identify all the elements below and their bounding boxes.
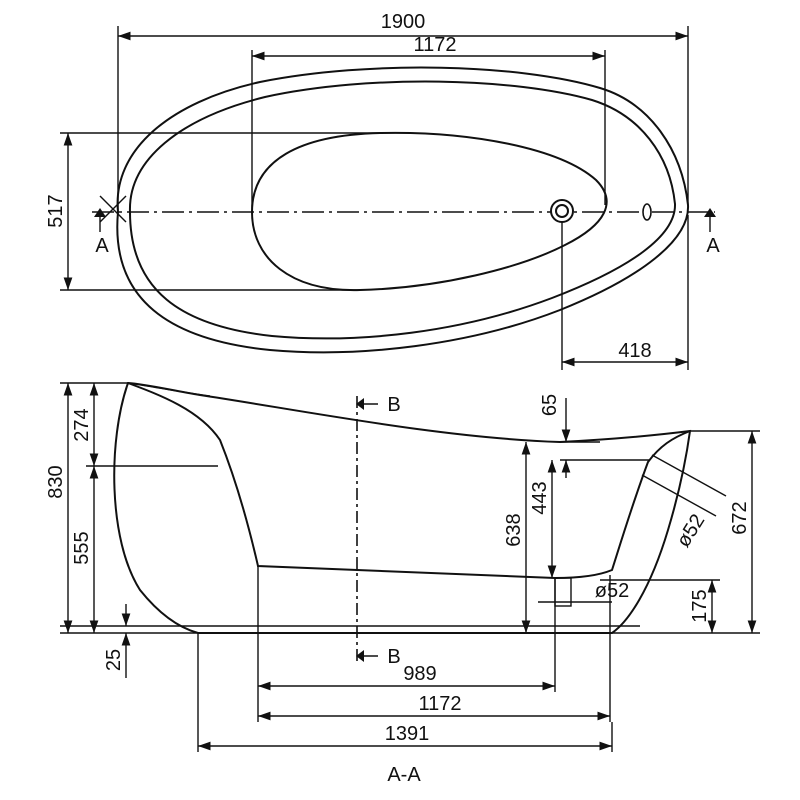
dim-overflow-to-floor: 443 (529, 481, 551, 514)
section-mark-a-left: A (95, 235, 109, 257)
plan-view: 1900 1172 517 418 A A (45, 11, 720, 370)
section-outer-shell (113, 381, 692, 634)
dim-outlet-height: 175 (689, 589, 711, 622)
section-mark-b-top: B (387, 394, 400, 416)
plan-outer-rim (116, 66, 690, 354)
dim-drain-diameter: ø52 (595, 580, 629, 602)
section-title: A-A (387, 764, 421, 786)
section-mark-a-right: A (706, 235, 720, 257)
dim-right-height: 672 (729, 501, 751, 534)
dim-overflow-top: 65 (539, 394, 561, 416)
drain-inner-ring (555, 204, 569, 218)
dim-overall-length: 1900 (381, 11, 426, 33)
dim-drain-offset: 418 (618, 340, 651, 362)
dim-base-length: 1391 (385, 723, 430, 745)
corner-mark (99, 195, 127, 223)
dim-foot-height: 25 (103, 649, 125, 671)
drain-pipe (554, 577, 572, 607)
dim-lower-height: 555 (71, 531, 93, 564)
section-inner-basin (127, 382, 691, 580)
plan-inner-rim (128, 80, 677, 340)
dim-rim-drop: 274 (71, 408, 93, 441)
dim-inner-length: 1172 (413, 34, 456, 56)
dim-overflow-diameter: ø52 (672, 510, 709, 551)
section-view: B B 830 274 555 25 65 443 638 175 (45, 381, 760, 786)
dim-inner-bottom-length: 1172 (418, 693, 461, 715)
dim-floor-length: 989 (403, 663, 436, 685)
dim-width: 517 (45, 194, 67, 227)
dim-total-height: 830 (45, 465, 67, 498)
overflow-hole (642, 203, 652, 221)
section-mark-b-bottom: B (387, 646, 400, 668)
dim-inner-depth: 638 (503, 513, 525, 546)
